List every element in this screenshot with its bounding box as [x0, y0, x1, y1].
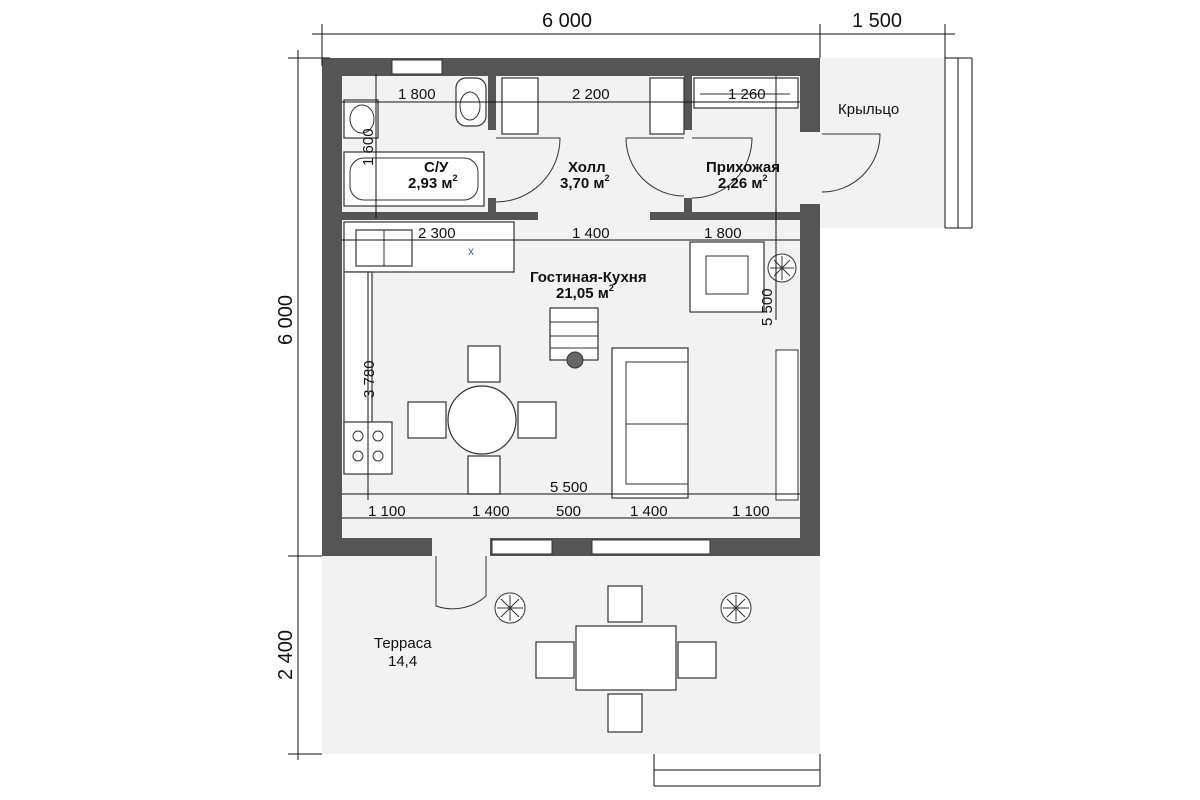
room-terrace-area: 14,4	[388, 653, 417, 670]
window-bottom-1	[491, 539, 553, 555]
room-terrace-name: Терраса	[374, 635, 432, 652]
dim-kitchen-run: 2 300	[418, 225, 456, 242]
dim-bottom-4: 1 400	[630, 503, 668, 520]
dim-bottom-3: 500	[556, 503, 581, 520]
dim-bath-width: 1 800	[398, 86, 436, 103]
sofa	[611, 347, 689, 499]
bathroom-fixtures	[343, 77, 487, 207]
dim-living-width: 5 500	[550, 479, 588, 496]
dim-mid-span: 1 400	[572, 225, 610, 242]
room-living-area: 21,05 м2	[556, 283, 614, 302]
terrace-steps	[653, 754, 821, 787]
plant-icons	[494, 253, 797, 624]
window-right	[775, 349, 799, 501]
dim-hall-width: 2 200	[572, 86, 610, 103]
porch-steps	[944, 57, 973, 229]
dim-bath-depth: 1 600	[360, 128, 377, 166]
dim-entry-width: 1 260	[728, 86, 766, 103]
dining-set	[407, 345, 557, 495]
room-hall-name: Холл	[568, 159, 606, 176]
kitchen-furniture	[343, 221, 515, 475]
hall-furniture	[501, 77, 799, 135]
doors	[435, 133, 881, 610]
porch-floor	[820, 58, 945, 228]
dim-bottom-2: 1 400	[472, 503, 510, 520]
dim-top-porch: 1 500	[852, 10, 902, 32]
room-hall-area: 3,70 м2	[560, 173, 609, 192]
dim-top-main: 6 000	[542, 10, 592, 32]
dim-left-terrace: 2 400	[275, 630, 297, 680]
dim-right-height: 5 500	[759, 288, 776, 326]
interior-walls	[342, 76, 800, 220]
dim-kitchen-height: 3 780	[361, 360, 378, 398]
window-bottom-2	[591, 539, 711, 555]
x-mark: x	[468, 244, 474, 258]
dim-bottom-1: 1 100	[368, 503, 406, 520]
room-entry-name: Прихожая	[706, 159, 780, 176]
stair-ladder	[549, 307, 599, 369]
dim-right-span: 1 800	[704, 225, 742, 242]
room-bathroom-name: С/У	[424, 159, 449, 176]
window-top	[391, 59, 443, 75]
armchair	[689, 241, 765, 313]
room-living-name: Гостиная-Кухня	[530, 269, 647, 286]
dim-left-main: 6 000	[275, 295, 297, 345]
dimension-lines	[288, 24, 955, 760]
entry-door-opening	[799, 132, 821, 204]
dim-bottom-5: 1 100	[732, 503, 770, 520]
terrace-table-set	[535, 585, 717, 733]
room-porch-name: Крыльцо	[838, 101, 899, 118]
terrace-door-opening	[432, 537, 490, 557]
room-bathroom-area: 2,93 м2	[408, 173, 457, 192]
room-entry-area: 2,26 м2	[718, 173, 767, 192]
